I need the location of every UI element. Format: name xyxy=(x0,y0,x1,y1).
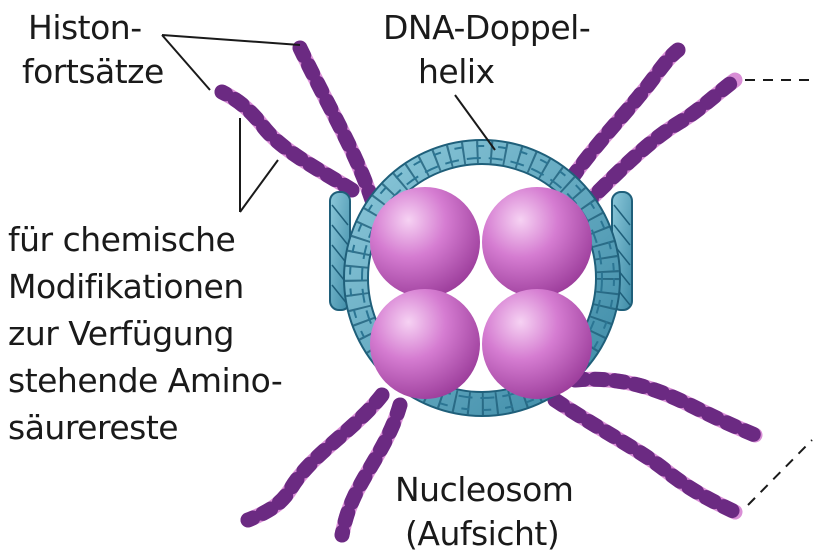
histone-top-right xyxy=(482,187,592,297)
label-dna-1: DNA-Doppel- xyxy=(383,8,590,48)
label-histone-tails-2: fortsätze xyxy=(22,52,164,92)
label-amino-2: Modifikationen xyxy=(8,267,244,307)
label-nucleosome-2: (Aufsicht) xyxy=(405,514,559,554)
histone-bottom-left xyxy=(370,289,480,399)
histone-bottom-right xyxy=(482,289,592,399)
label-dna-2: helix xyxy=(418,52,495,92)
histone-tails xyxy=(222,48,755,535)
histone-top-left xyxy=(370,187,480,297)
label-amino-3: zur Verfügung xyxy=(8,314,234,354)
tail-lower-left-1 xyxy=(248,395,382,520)
leader-dashed-bottom xyxy=(748,440,812,505)
leader-histone-tails xyxy=(162,35,300,90)
label-amino-1: für chemische xyxy=(8,220,235,260)
histone-octamer xyxy=(370,187,592,399)
label-histone-tails-1: Histon- xyxy=(28,8,142,48)
label-amino-4: stehende Amino- xyxy=(8,361,282,401)
label-nucleosome-1: Nucleosom xyxy=(395,470,573,510)
label-amino-5: säurereste xyxy=(8,408,178,448)
